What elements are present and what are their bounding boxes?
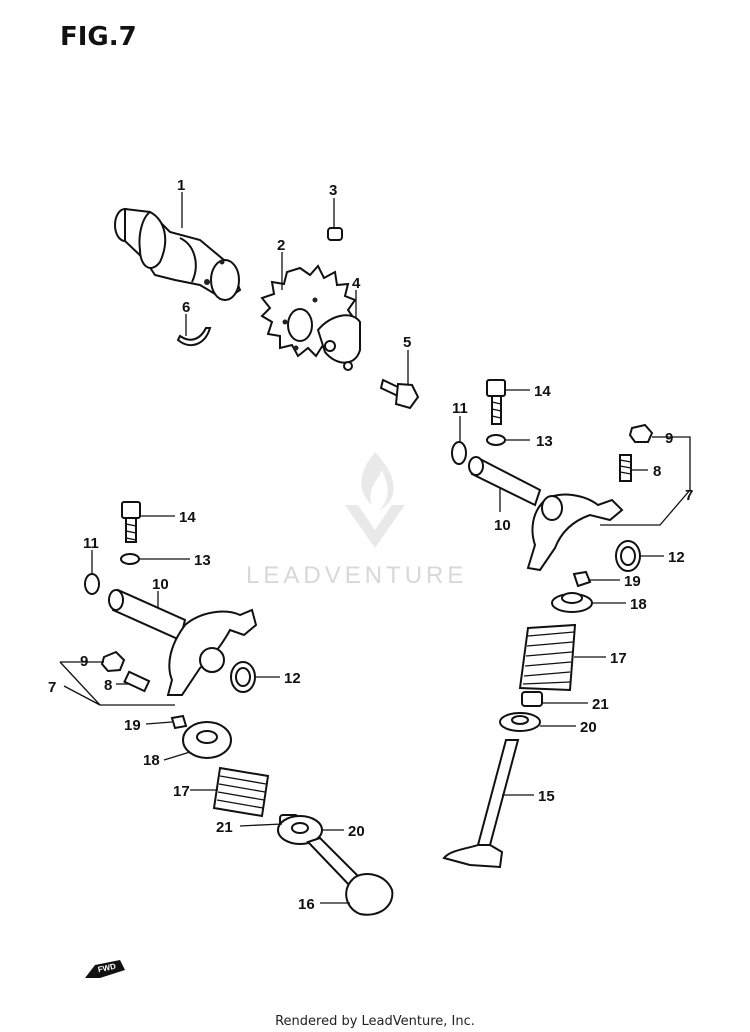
cotter-19-left (170, 714, 188, 730)
rocker-arm-7-left (166, 608, 258, 696)
callout-14-right: 14 (534, 383, 551, 400)
seat-20-left (277, 815, 323, 845)
o-ring-11-right (451, 441, 467, 465)
leader-lines (59, 192, 691, 904)
callout-15: 15 (538, 788, 555, 805)
callout-20-left: 20 (348, 823, 365, 840)
spring-17-left (212, 766, 270, 818)
callout-21-right: 21 (592, 696, 609, 713)
callout-10-left: 10 (152, 576, 169, 593)
rocker-shaft-10-left (108, 588, 187, 642)
clip (176, 327, 212, 347)
callout-8-left: 8 (104, 677, 112, 694)
retainer-18-right (551, 592, 593, 613)
dowel-pin (327, 227, 343, 241)
valve-16 (306, 836, 394, 916)
callout-10-right: 10 (494, 517, 511, 534)
callout-9-left: 9 (80, 653, 88, 670)
valve-15 (442, 739, 520, 869)
callout-7-right: 7 (685, 487, 693, 504)
callout-12-right: 12 (668, 549, 685, 566)
seal-21-right (521, 691, 543, 707)
adjust-screw-8-left (123, 670, 151, 693)
seal-12-left (230, 661, 256, 693)
callout-labels: 1 2 3 4 5 6 7 7 8 8 9 9 10 10 11 11 12 1… (48, 177, 693, 913)
callout-11-left: 11 (83, 535, 99, 552)
svg-text:FWD: FWD (97, 962, 117, 975)
rocker-shaft-10-right (468, 456, 542, 507)
sprocket-bolt (379, 378, 420, 410)
seal-12-right (615, 540, 641, 572)
o-ring-11-left (84, 573, 100, 595)
callout-21-left: 21 (216, 819, 233, 836)
callout-8-right: 8 (653, 463, 661, 480)
callout-9-right: 9 (665, 430, 673, 447)
callout-11-right: 11 (452, 400, 468, 417)
callout-6: 6 (182, 299, 190, 316)
cam-plate (316, 314, 361, 371)
washer-13-right (486, 434, 506, 446)
callout-12-left: 12 (284, 670, 301, 687)
callout-3: 3 (329, 182, 337, 199)
seat-20-right (499, 712, 541, 732)
retainer-18-left (182, 721, 232, 759)
watermark-logo (345, 452, 405, 548)
callout-18-right: 18 (630, 596, 647, 613)
callout-5: 5 (403, 334, 411, 351)
callout-13-right: 13 (536, 433, 553, 450)
callout-20-right: 20 (580, 719, 597, 736)
callout-13-left: 13 (194, 552, 211, 569)
bolt-14-left (121, 501, 141, 543)
callout-1: 1 (177, 177, 185, 194)
watermark-text: LEADVENTURE (246, 562, 468, 589)
nut-9-right (628, 423, 654, 443)
callout-2: 2 (277, 237, 285, 254)
callout-14-left: 14 (179, 509, 196, 526)
callout-4: 4 (352, 275, 361, 292)
adjust-screw-8-right (619, 454, 632, 482)
footer-credit: Rendered by LeadVenture, Inc. (275, 1014, 475, 1029)
spring-17-right (518, 623, 577, 692)
cotter-19-right (572, 570, 592, 588)
rocker-arm-7-right (526, 493, 624, 572)
callout-16: 16 (298, 896, 315, 913)
callout-17-left: 17 (173, 783, 190, 800)
callout-17-right: 17 (610, 650, 627, 667)
callout-19-right: 19 (624, 573, 641, 590)
fwd-arrow-icon: FWD (85, 960, 125, 978)
nut-9-left (100, 650, 126, 673)
camshaft (114, 207, 242, 302)
callout-19-left: 19 (124, 717, 141, 734)
washer-13-left (120, 553, 140, 565)
figure-title: FIG.7 (60, 22, 137, 52)
callout-18-left: 18 (143, 752, 160, 769)
bolt-14-right (486, 379, 506, 425)
callout-7-left: 7 (48, 679, 56, 696)
